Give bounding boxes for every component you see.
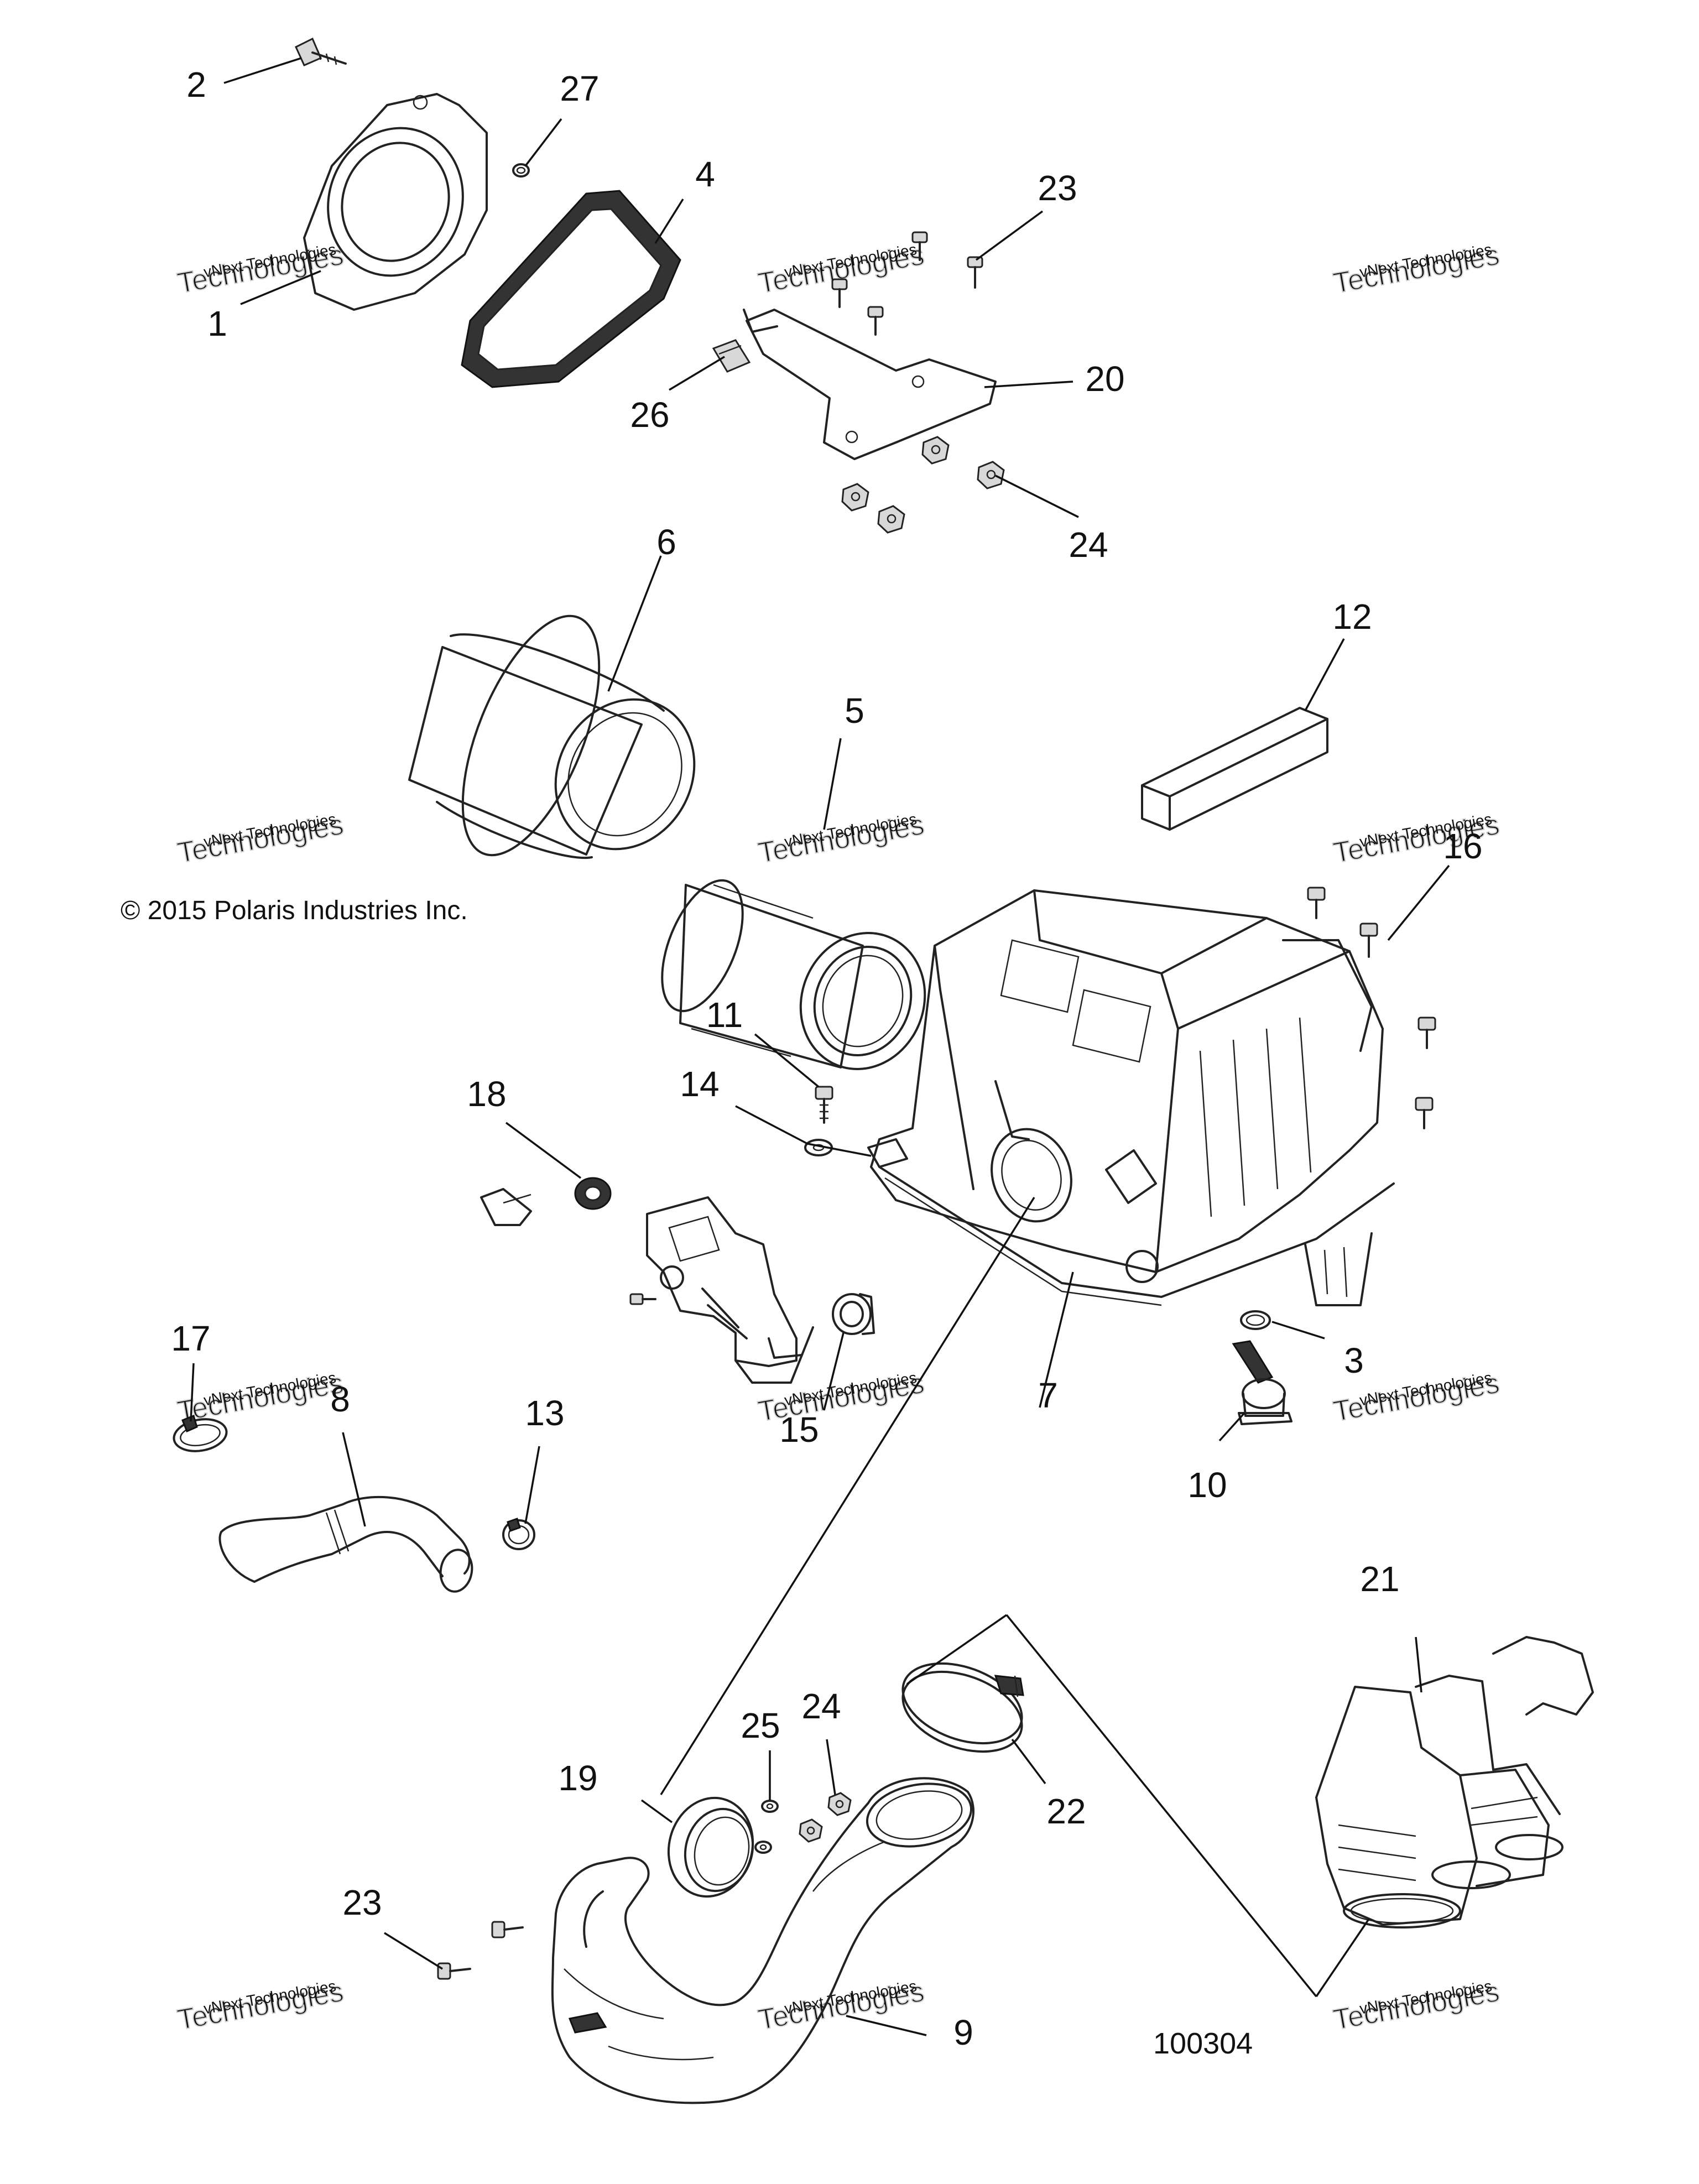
part-24-nuts-bottom <box>799 1792 852 1843</box>
part-18-grommet <box>480 1177 612 1226</box>
callout-16: 16 <box>1443 826 1482 866</box>
callout-22: 22 <box>1046 1791 1086 1831</box>
part-1-mount-plate <box>303 93 488 311</box>
part-3-o-ring <box>1240 1310 1271 1330</box>
callout-24-top: 24 <box>1069 525 1108 565</box>
figure-id: 100304 <box>1153 2027 1253 2060</box>
callout-25: 25 <box>741 1706 780 1745</box>
bolt <box>1307 887 1326 919</box>
callout-6: 6 <box>656 522 676 562</box>
callout-12: 12 <box>1332 597 1372 637</box>
nut <box>841 483 869 512</box>
watermark: Technologies vNext Technologies <box>755 1975 927 2037</box>
part-23-bolts-bottom <box>437 1921 524 1980</box>
callout-20: 20 <box>1085 359 1124 399</box>
washer <box>754 1841 772 1854</box>
callout-13: 13 <box>525 1393 564 1433</box>
callout-10: 10 <box>1187 1465 1227 1505</box>
bolt <box>491 1921 524 1938</box>
callout-27: 27 <box>560 69 599 108</box>
callout-26: 26 <box>630 395 669 435</box>
part-24-nuts-top <box>841 436 1005 534</box>
watermark: Technologies vNext Technologies <box>1330 1975 1502 2037</box>
callout-23-top: 23 <box>1038 168 1077 208</box>
callout-19: 19 <box>558 1758 597 1798</box>
bolt <box>867 306 884 336</box>
callout-5: 5 <box>845 691 864 731</box>
callout-4: 4 <box>695 154 715 194</box>
bolt <box>1415 1097 1434 1129</box>
callout-9: 9 <box>953 2013 973 2052</box>
part-7-airbox <box>867 889 1395 1306</box>
part-17-clamp <box>173 1414 228 1452</box>
part-12-foam-block <box>1141 707 1328 831</box>
valve-assembly <box>629 1196 814 1384</box>
bolt <box>911 231 928 261</box>
watermark: Technologies vNext Technologies <box>174 238 346 300</box>
part-21-intake-ducts <box>1315 1636 1594 1928</box>
callout-11: 11 <box>706 995 743 1035</box>
watermark: Technologies vNext Technologies <box>755 238 927 300</box>
callout-2: 2 <box>186 65 206 105</box>
part-23-bolts-top <box>831 231 983 336</box>
watermarks: Technologies vNext Technologies Technolo… <box>174 238 1502 2037</box>
callout-1: 1 <box>207 304 227 343</box>
nut <box>977 461 1005 489</box>
part-10-drain-valve <box>1232 1340 1293 1425</box>
part-5-air-filter <box>661 879 926 1071</box>
nut <box>827 1792 852 1816</box>
part-25-washers <box>754 1800 779 1854</box>
callout-8: 8 <box>330 1379 350 1419</box>
part-27-o-ring <box>512 163 530 178</box>
watermark: Technologies vNext Technologies <box>755 808 927 870</box>
callout-14: 14 <box>680 1064 719 1104</box>
watermark: Technologies vNext Technologies <box>174 808 346 870</box>
callout-15: 15 <box>779 1410 819 1450</box>
part-15-grommet <box>832 1293 875 1335</box>
part-26-clip-nut <box>712 339 751 373</box>
callout-23-bottom: 23 <box>342 1883 382 1922</box>
bolt <box>437 1962 471 1980</box>
callout-18: 18 <box>467 1074 506 1114</box>
part-8-hose <box>218 1495 473 1593</box>
callout-24-bottom: 24 <box>801 1686 841 1726</box>
nut <box>799 1818 823 1843</box>
callout-21: 21 <box>1360 1559 1399 1599</box>
callout-3: 3 <box>1344 1341 1364 1380</box>
bolt <box>967 256 983 289</box>
bolt <box>1359 922 1378 958</box>
callout-7: 7 <box>1038 1375 1058 1415</box>
callout-17: 17 <box>171 1318 210 1358</box>
bolt <box>1417 1017 1436 1049</box>
washer <box>761 1800 779 1813</box>
part-11-bolt <box>815 1086 833 1124</box>
watermark: Technologies vNext Technologies <box>1330 238 1502 300</box>
part-19-coupler <box>667 1796 754 1898</box>
bolt <box>831 278 848 308</box>
watermark: Technologies vNext Technologies <box>174 1975 346 2037</box>
part-13-clamp <box>502 1518 535 1550</box>
part-16-bolts <box>1307 887 1436 1129</box>
leader-lines <box>190 57 1450 2036</box>
part-4-gasket <box>461 190 681 388</box>
copyright: © 2015 Polaris Industries Inc. <box>121 896 468 925</box>
nut <box>921 436 950 465</box>
nut <box>877 505 905 534</box>
part-20-bracket <box>743 309 997 460</box>
part-2-screw <box>295 37 347 66</box>
part-6-pre-filter <box>408 614 696 859</box>
part-9-intake-duct <box>551 1777 974 2104</box>
part-22-large-clamp <box>901 1662 1024 1753</box>
callout-labels: 2 27 4 23 1 26 20 24 6 12 5 16 11 18 14 … <box>171 65 1482 2052</box>
